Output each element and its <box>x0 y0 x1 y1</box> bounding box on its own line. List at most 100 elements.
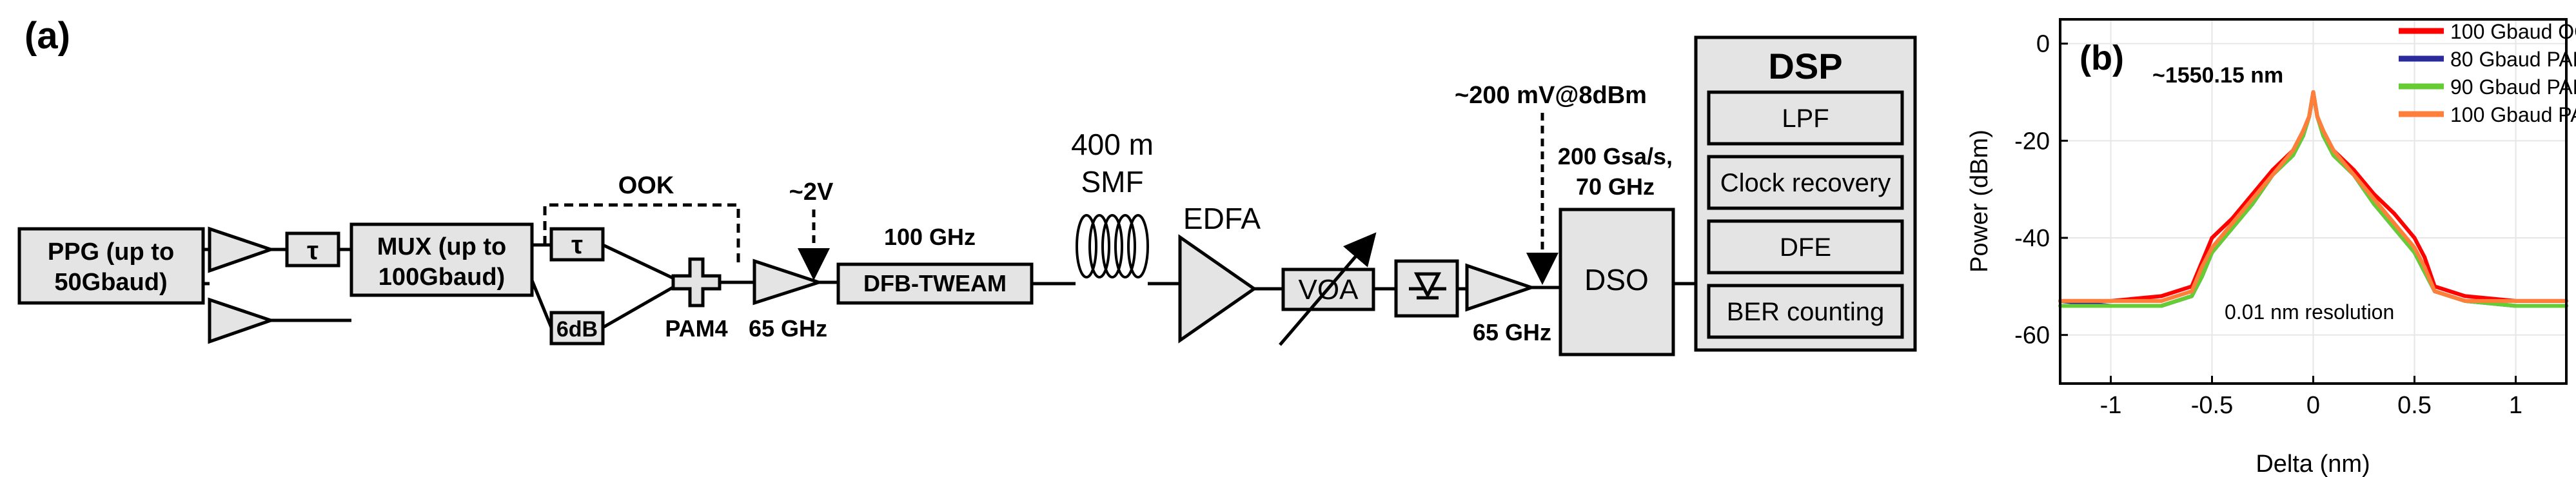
amp-1-bandwidth-label: 65 GHz <box>749 315 827 342</box>
ppg-label-line2: 50Gbaud) <box>54 269 167 296</box>
x-tick-label-0: -1 <box>2100 392 2122 419</box>
rf-amp-1-icon <box>752 258 825 306</box>
resolution-note: 0.01 nm resolution <box>2225 300 2394 324</box>
dsp-block-dfe <box>1707 219 1904 275</box>
legend-label-3: 100 Gbaud PAM4 <box>2450 103 2576 126</box>
series-3-point-4 <box>2199 265 2204 269</box>
voa-adjust-arrow <box>1279 232 1377 346</box>
combiner-in-bottom <box>602 285 675 329</box>
series-3-point-5 <box>2210 246 2214 250</box>
series-3-point-12 <box>2311 90 2315 94</box>
delay-block-2 <box>549 227 605 262</box>
chart-xlabel: Delta (nm) <box>2256 451 2370 477</box>
dsp-block-clock-recovery <box>1707 155 1904 210</box>
panel-a-label: (a) <box>25 15 70 57</box>
series-3-point-2 <box>2159 298 2163 303</box>
y-tick-label-0: 0 <box>2036 31 2050 58</box>
chart-legend: 100 Gbaud OOK 80 Gbaud PAM4 90 Gbaud PAM4 1… <box>2399 20 2576 126</box>
series-2-point-3 <box>2190 294 2194 298</box>
edfa-icon <box>1178 234 1257 344</box>
chart-series <box>2058 90 2568 308</box>
amp-2-bandwidth-label: 65 GHz <box>1473 319 1551 346</box>
series-3-point-10 <box>2301 129 2305 133</box>
series-2-point-1 <box>2109 304 2113 308</box>
dso-label: DSO <box>1584 263 1649 297</box>
dsp-block-lpf-label: LPF <box>1782 104 1829 133</box>
series-3-point-6 <box>2230 221 2234 226</box>
combiner-icon <box>671 257 722 307</box>
y-tick-label-1: -20 <box>2014 128 2050 155</box>
driver-amp-top-icon <box>208 226 276 273</box>
photodiode-icon <box>1409 272 1446 300</box>
spectrum-chart: -1 -0.5 0 0.5 1 0 -20 -40 -60 (b) ~1550.15 nm 0.… <box>1966 18 2576 477</box>
series-3-point-8 <box>2270 173 2275 177</box>
fiber-label-line2: SMF <box>1081 165 1143 199</box>
dsp-block-dfe-label: DFE <box>1780 233 1831 262</box>
dsp-block-lpf <box>1707 90 1904 146</box>
ook-label: OOK <box>618 172 674 199</box>
dfb-tweam-block <box>836 262 1034 305</box>
ppg-block <box>17 227 205 305</box>
fiber-label-line1: 400 m <box>1071 128 1154 161</box>
dso-spec-line1: 200 Gsa/s, <box>1558 143 1673 170</box>
delay-block-1 <box>285 231 340 268</box>
driver-amp-bottom-icon <box>208 297 276 344</box>
x-tick-label-2: 0 <box>2306 392 2320 419</box>
series-2-point-23 <box>2513 304 2518 308</box>
x-tick-label-3: 0.5 <box>2397 392 2432 419</box>
series-0-point-5 <box>2210 236 2214 240</box>
attenuator-block <box>549 311 605 346</box>
dsp-block-ber-counting-label: BER counting <box>1727 298 1885 326</box>
series-2-point-4 <box>2199 275 2204 279</box>
series-3-point-11 <box>2307 114 2312 119</box>
fiber-spool-icon <box>1076 214 1149 278</box>
series-0-point-19 <box>2412 236 2417 240</box>
rf-amp-2-icon <box>1465 263 1537 312</box>
dsp-block-clock-recovery-label: Clock recovery <box>1720 169 1891 197</box>
series-0-point-18 <box>2392 211 2397 216</box>
chart-ticks: -1 -0.5 0 0.5 1 0 -20 -40 -60 <box>2014 31 2522 419</box>
x-tick-label-1: -0.5 <box>2191 392 2233 419</box>
combiner-in-top <box>602 243 675 280</box>
dfb-tweam-label: DFB-TWEAM <box>863 270 1007 297</box>
series-3-point-15 <box>2331 148 2335 153</box>
series-3-point-1 <box>2109 298 2113 303</box>
pam4-label: PAM4 <box>665 315 727 342</box>
series-3-point-3 <box>2190 289 2194 293</box>
legend-label-1: 80 Gbaud PAM4 <box>2450 48 2576 71</box>
series-3-point-21 <box>2432 289 2437 293</box>
dso-spec-line2: 70 GHz <box>1576 173 1655 200</box>
panel-b-label: (b) <box>2079 39 2124 77</box>
series-3-point-17 <box>2372 197 2376 201</box>
legend-label-2: 90 Gbaud PAM4 <box>2450 75 2576 99</box>
series-3-point-19 <box>2412 246 2417 250</box>
dfb-bandwidth-label: 100 GHz <box>884 224 976 250</box>
series-3-point-22 <box>2463 298 2467 303</box>
delay-2-label: τ <box>571 231 583 259</box>
mux-label-line2: 100Gbaud) <box>379 264 505 291</box>
attenuator-label: 6dB <box>556 317 598 342</box>
series-0-point-20 <box>2423 255 2427 260</box>
peak-wavelength-annotation: ~1550.15 nm <box>2152 63 2283 88</box>
dsp-block-ber-counting <box>1707 284 1904 339</box>
chart-ylabel: Power (dBm) <box>1966 130 1993 273</box>
chart-grid <box>2060 19 2566 384</box>
mux-label-line1: MUX (up to <box>377 233 507 260</box>
series-3-point-18 <box>2392 221 2397 226</box>
mux-bottom-wire <box>530 280 553 328</box>
delay-1-label: τ <box>307 237 319 265</box>
y-tick-label-2: -40 <box>2014 225 2050 252</box>
ook-bypass-path <box>543 203 740 264</box>
pd-power-label: ~200 mV@8dBm <box>1455 82 1647 109</box>
y-tick-label-3: -60 <box>2014 322 2050 349</box>
series-3-point-13 <box>2315 114 2319 119</box>
mux-block <box>349 222 534 297</box>
dso-block <box>1558 208 1675 356</box>
series-3-point-23 <box>2513 298 2518 303</box>
series-3-point-9 <box>2291 148 2296 153</box>
legend-label-0: 100 Gbaud OOK <box>2450 20 2576 43</box>
x-tick-label-4: 1 <box>2509 392 2522 419</box>
dsp-title: DSP <box>1768 46 1842 86</box>
series-3-point-7 <box>2250 197 2255 201</box>
